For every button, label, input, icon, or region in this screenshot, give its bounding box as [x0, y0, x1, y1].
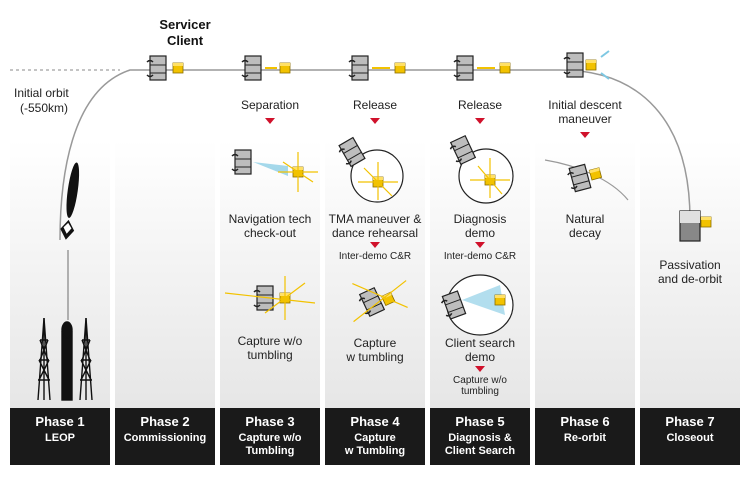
separation-label: Separation [240, 98, 300, 112]
natural-decay-label-2: decay [568, 226, 602, 240]
phase-subtitle: Re-orbit [563, 432, 607, 444]
phase-subtitle: Capture [354, 432, 396, 444]
phase-title: Phase 1 [35, 414, 85, 429]
capture-tumble-label-2: w tumbling [346, 350, 404, 364]
release-pair-icon-1 [348, 55, 406, 81]
phase-1-box: Phase 1 LEOP [10, 408, 110, 465]
phase-6-box: Phase 6 Re-orbit [535, 408, 635, 465]
client-search-label-1: Client search [444, 336, 516, 350]
phase-7-box: Phase 7 Closeout [640, 408, 740, 465]
phase-title: Phase 4 [350, 414, 400, 429]
phase-2-box: Phase 2 Commissioning [115, 408, 215, 465]
passivation-label-2: and de-orbit [657, 272, 723, 286]
phase-title: Phase 6 [560, 414, 610, 429]
altitude-label: (-550km) [20, 101, 69, 115]
phase-title: Phase 3 [245, 414, 295, 429]
tma-circle [350, 149, 404, 203]
orbit-path [59, 69, 691, 241]
tma-label-1: TMA maneuver & [328, 212, 422, 226]
phase-subtitle-2: Client Search [444, 445, 516, 457]
phase-subtitle: Closeout [666, 432, 714, 444]
phase-3-box: Phase 3 Capture w/o Tumbling [220, 408, 320, 465]
phase-subtitle: Commissioning [123, 432, 207, 444]
natural-decay-label-1: Natural [565, 212, 605, 226]
nav-label-2: check-out [243, 226, 297, 240]
arrow-down-icon [370, 118, 380, 124]
capture-small-label-2: tumbling [461, 386, 499, 397]
arrow-down-icon [370, 242, 380, 248]
phase-4-box: Phase 4 Capture w Tumbling [325, 408, 425, 465]
release-pair-icon-2 [453, 55, 511, 81]
inter-demo-label-1: Inter-demo C&R [338, 251, 412, 262]
capture-label-2: tumbling [247, 348, 293, 362]
arrow-down-icon [580, 132, 590, 138]
capture-small-label-1: Capture w/o [453, 375, 507, 386]
phase-title: Phase 7 [665, 414, 715, 429]
phase-5-box: Phase 5 Diagnosis & Client Search [430, 408, 530, 465]
capture-no-tumble-icon [224, 276, 316, 320]
diagnosis-label-2: demo [464, 226, 496, 240]
passivation-label-1: Passivation [659, 258, 721, 272]
phase-subtitle-2: w Tumbling [344, 445, 406, 457]
arrow-down-icon [475, 118, 485, 124]
servicer-client-pair-icon [146, 55, 184, 81]
nav-label-1: Navigation tech [228, 212, 312, 226]
launch-tower-icon [37, 317, 93, 401]
descent-label-1: Initial descent [548, 98, 622, 112]
client-search-label-2: demo [464, 350, 496, 364]
phase-subtitle: Diagnosis & [448, 432, 512, 444]
descent-label-2: maneuver [558, 112, 612, 126]
diagnosis-client-icon [470, 158, 510, 198]
release-label-1: Release [352, 98, 398, 112]
search-client-icon [494, 294, 506, 306]
tma-client-icon [358, 162, 398, 200]
passivation-icon [679, 210, 712, 242]
client-label: Client [166, 33, 204, 48]
servicer-label: Servicer [159, 17, 211, 32]
tma-label-2: dance rehearsal [331, 226, 419, 240]
release-label-2: Release [457, 98, 503, 112]
inter-demo-label-2: Inter-demo C&R [443, 251, 517, 262]
arrow-down-icon [265, 118, 275, 124]
phase-subtitle: LEOP [45, 432, 75, 444]
phase-2-column [115, 140, 215, 408]
natural-decay-icon [565, 163, 603, 194]
phase-1-column [10, 140, 110, 408]
separation-pair-icon [241, 55, 291, 81]
capture-tumble-label-1: Capture [353, 336, 397, 350]
phase-subtitle-2: Tumbling [245, 445, 295, 457]
capture-tumbling-icon [352, 280, 408, 323]
arrow-down-icon [475, 366, 485, 372]
initial-orbit-label: Initial orbit [14, 86, 69, 100]
rocket-icon [60, 162, 80, 240]
phase-3-column [220, 140, 320, 408]
phase-title: Phase 5 [455, 414, 505, 429]
phase-title: Phase 2 [140, 414, 190, 429]
capture-label-1: Capture w/o [237, 334, 303, 348]
diagnosis-label-1: Diagnosis [453, 212, 507, 226]
descent-pair-icon [563, 50, 610, 80]
nav-check-out-icon [231, 149, 318, 192]
arrow-down-icon [475, 242, 485, 248]
phase-subtitle: Capture w/o [238, 432, 302, 444]
phase-7-column [640, 140, 740, 408]
